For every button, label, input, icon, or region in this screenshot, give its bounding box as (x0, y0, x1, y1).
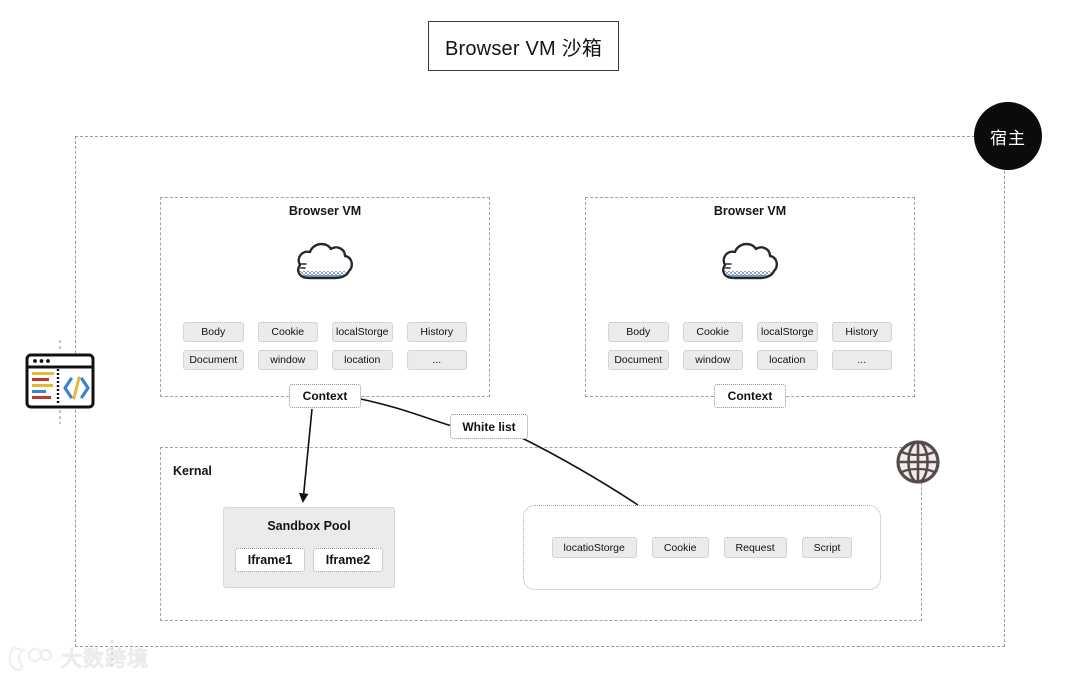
api-pill[interactable]: History (406, 322, 467, 342)
context-box-right[interactable]: Context (714, 384, 786, 408)
browser-code-window-icon (24, 351, 96, 411)
host-badge-label: 宿主 (990, 128, 1026, 148)
page-title: Browser VM 沙箱 (428, 21, 619, 71)
sandbox-pool-title: Sandbox Pool (267, 519, 351, 533)
iframe-item[interactable]: Iframe2 (313, 548, 383, 572)
globe-icon (895, 439, 941, 485)
browser-vm-panel-left: Browser VM Body Cookie (160, 197, 490, 408)
api-pill[interactable]: History (831, 322, 892, 342)
api-pill[interactable]: Document (183, 350, 244, 370)
cloud-icon (718, 238, 782, 286)
api-pill[interactable]: Cookie (682, 322, 743, 342)
api-pill[interactable]: ... (831, 350, 892, 370)
api-pill[interactable]: Cookie (257, 322, 318, 342)
api-pill[interactable]: location (757, 350, 818, 370)
context-box-left[interactable]: Context (289, 384, 361, 408)
browser-vm-api-pills-right: Body Cookie localStorge History Document… (608, 322, 892, 370)
browser-vm-title: Browser VM (288, 204, 362, 218)
api-pill[interactable]: Document (608, 350, 669, 370)
resource-pill[interactable]: Cookie (651, 537, 709, 558)
api-pill[interactable]: ... (406, 350, 467, 370)
watermark: 大数跨境 (8, 643, 149, 673)
cloud-icon (293, 238, 357, 286)
api-pill[interactable]: Body (183, 322, 244, 342)
browser-vm-api-pills-left: Body Cookie localStorge History Document… (183, 322, 467, 370)
kernal-region: Kernal Sandbox Pool Iframe1 Iframe2 loca… (160, 447, 922, 621)
kernal-label: Kernal (173, 464, 212, 478)
browser-vm-title: Browser VM (713, 204, 787, 218)
browser-vm-panel-right: Browser VM Body Cookie (585, 197, 915, 408)
sandbox-pool-box: Sandbox Pool Iframe1 Iframe2 (223, 507, 395, 588)
resource-pill[interactable]: locatioStorge (551, 537, 637, 558)
white-list-label[interactable]: White list (450, 414, 528, 439)
iframe-list: Iframe1 Iframe2 (235, 548, 383, 572)
api-pill[interactable]: window (682, 350, 743, 370)
kernal-resource-group: locatioStorge Cookie Request Script (523, 505, 881, 590)
host-badge: 宿主 (974, 102, 1042, 170)
watermark-logo-icon (8, 646, 53, 672)
api-pill[interactable]: Body (608, 322, 669, 342)
api-pill[interactable]: window (257, 350, 318, 370)
iframe-item[interactable]: Iframe1 (235, 548, 305, 572)
api-pill[interactable]: localStorge (332, 322, 393, 342)
watermark-text: 大数跨境 (61, 648, 149, 672)
page-title-label: Browser VM 沙箱 (444, 37, 603, 60)
resource-pill[interactable]: Request (723, 537, 787, 558)
api-pill[interactable]: localStorge (757, 322, 818, 342)
api-pill[interactable]: location (332, 350, 393, 370)
resource-pill[interactable]: Script (801, 537, 853, 558)
